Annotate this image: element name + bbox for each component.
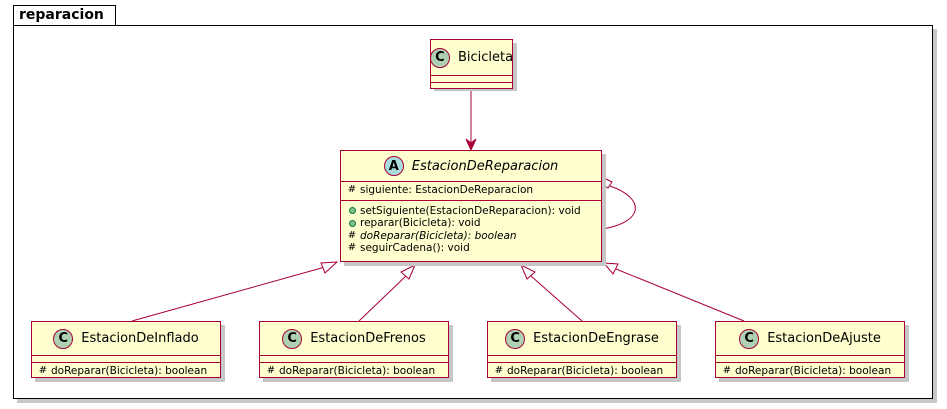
abstract-a-icon: A [383,156,404,176]
self-aggregation-line [601,185,636,230]
method-text: doReparar(Bicicleta): boolean [51,365,208,377]
inherit-triangle-engrase [520,263,536,280]
methods-compartment: setSiguiente(EstacionDeReparacion): void… [341,199,601,257]
association-arrowhead [465,138,477,152]
method-row: setSiguiente(EstacionDeReparacion): void [347,205,601,218]
protected-icon: # [494,365,504,376]
inherit-line-inflado [131,266,326,322]
inherit-triangle-ajuste [602,262,619,275]
public-icon [348,207,356,215]
class-estacion-de-inflado[interactable]: C EstacionDeInflado #doReparar(Bicicleta… [31,321,221,378]
class-name: EstacionDeAjuste [767,331,881,346]
method-text: setSiguiente(EstacionDeReparacion): void [360,204,581,217]
method-text: doReparar(Bicicleta): boolean [507,365,664,377]
class-estacion-de-ajuste[interactable]: C EstacionDeAjuste #doReparar(Bicicleta)… [715,321,905,378]
class-name: EstacionDeReparacion [411,158,559,174]
package-tab: reparacion [13,5,116,26]
class-estacion-de-engrase[interactable]: C EstacionDeEngrase #doReparar(Bicicleta… [487,321,677,378]
methods-compartment: #doReparar(Bicicleta): boolean [32,362,220,380]
class-c-icon: C [282,328,303,349]
inherit-line-ajuste [615,268,745,322]
methods-compartment: #doReparar(Bicicleta): boolean [260,362,448,380]
class-c-icon: C [53,328,74,349]
class-name: Bicicleta [457,50,514,65]
method-row: #doReparar(Bicicleta): boolean [266,365,448,378]
divider [716,355,904,362]
method-text: reparar(Bicicleta): void [360,217,481,229]
field-text: siguiente: EstacionDeReparacion [360,184,534,196]
class-c-icon: C [429,47,450,68]
field-row: #siguiente: EstacionDeReparacion [347,184,601,197]
class-estacion-de-reparacion[interactable]: A EstacionDeReparacion #siguiente: Estac… [340,150,602,262]
protected-icon: # [722,365,732,376]
inherit-triangle-frenos [400,263,416,280]
divider [32,355,220,362]
method-text: doReparar(Bicicleta): boolean [735,365,892,377]
method-row: #doReparar(Bicicleta): boolean [347,230,601,243]
methods-compartment: #doReparar(Bicicleta): boolean [488,362,676,380]
divider [488,355,676,362]
divider [431,75,512,82]
class-estacion-de-frenos[interactable]: C EstacionDeFrenos #doReparar(Bicicleta)… [259,321,449,378]
class-name: EstacionDeEngrase [533,331,659,346]
class-c-icon: C [505,328,526,349]
inherit-triangle-inflado [320,261,339,274]
protected-icon: # [38,365,48,376]
method-row: #seguirCadena(): void [347,242,601,255]
methods-compartment: #doReparar(Bicicleta): boolean [716,362,904,380]
method-text: seguirCadena(): void [360,242,470,254]
divider [260,355,448,362]
protected-icon: # [347,242,357,253]
package-name: reparacion [19,7,104,23]
method-row: reparar(Bicicleta): void [347,217,601,230]
fields-compartment: #siguiente: EstacionDeReparacion [341,181,601,200]
class-c-icon: C [739,328,760,349]
public-icon [348,219,356,227]
protected-icon: # [347,229,357,241]
method-row: #doReparar(Bicicleta): boolean [722,365,904,378]
protected-icon: # [266,365,276,376]
inherit-line-engrase [530,275,583,322]
method-row: #doReparar(Bicicleta): boolean [38,365,220,378]
class-name: EstacionDeInflado [81,331,199,346]
class-name: EstacionDeFrenos [310,331,426,346]
divider [431,82,512,83]
method-text: doReparar(Bicicleta): boolean [360,229,517,242]
inherit-line-frenos [358,275,407,322]
class-bicicleta[interactable]: C Bicicleta [429,39,514,89]
protected-icon: # [347,184,357,195]
method-text: doReparar(Bicicleta): boolean [279,365,436,377]
method-row: #doReparar(Bicicleta): boolean [494,365,676,378]
